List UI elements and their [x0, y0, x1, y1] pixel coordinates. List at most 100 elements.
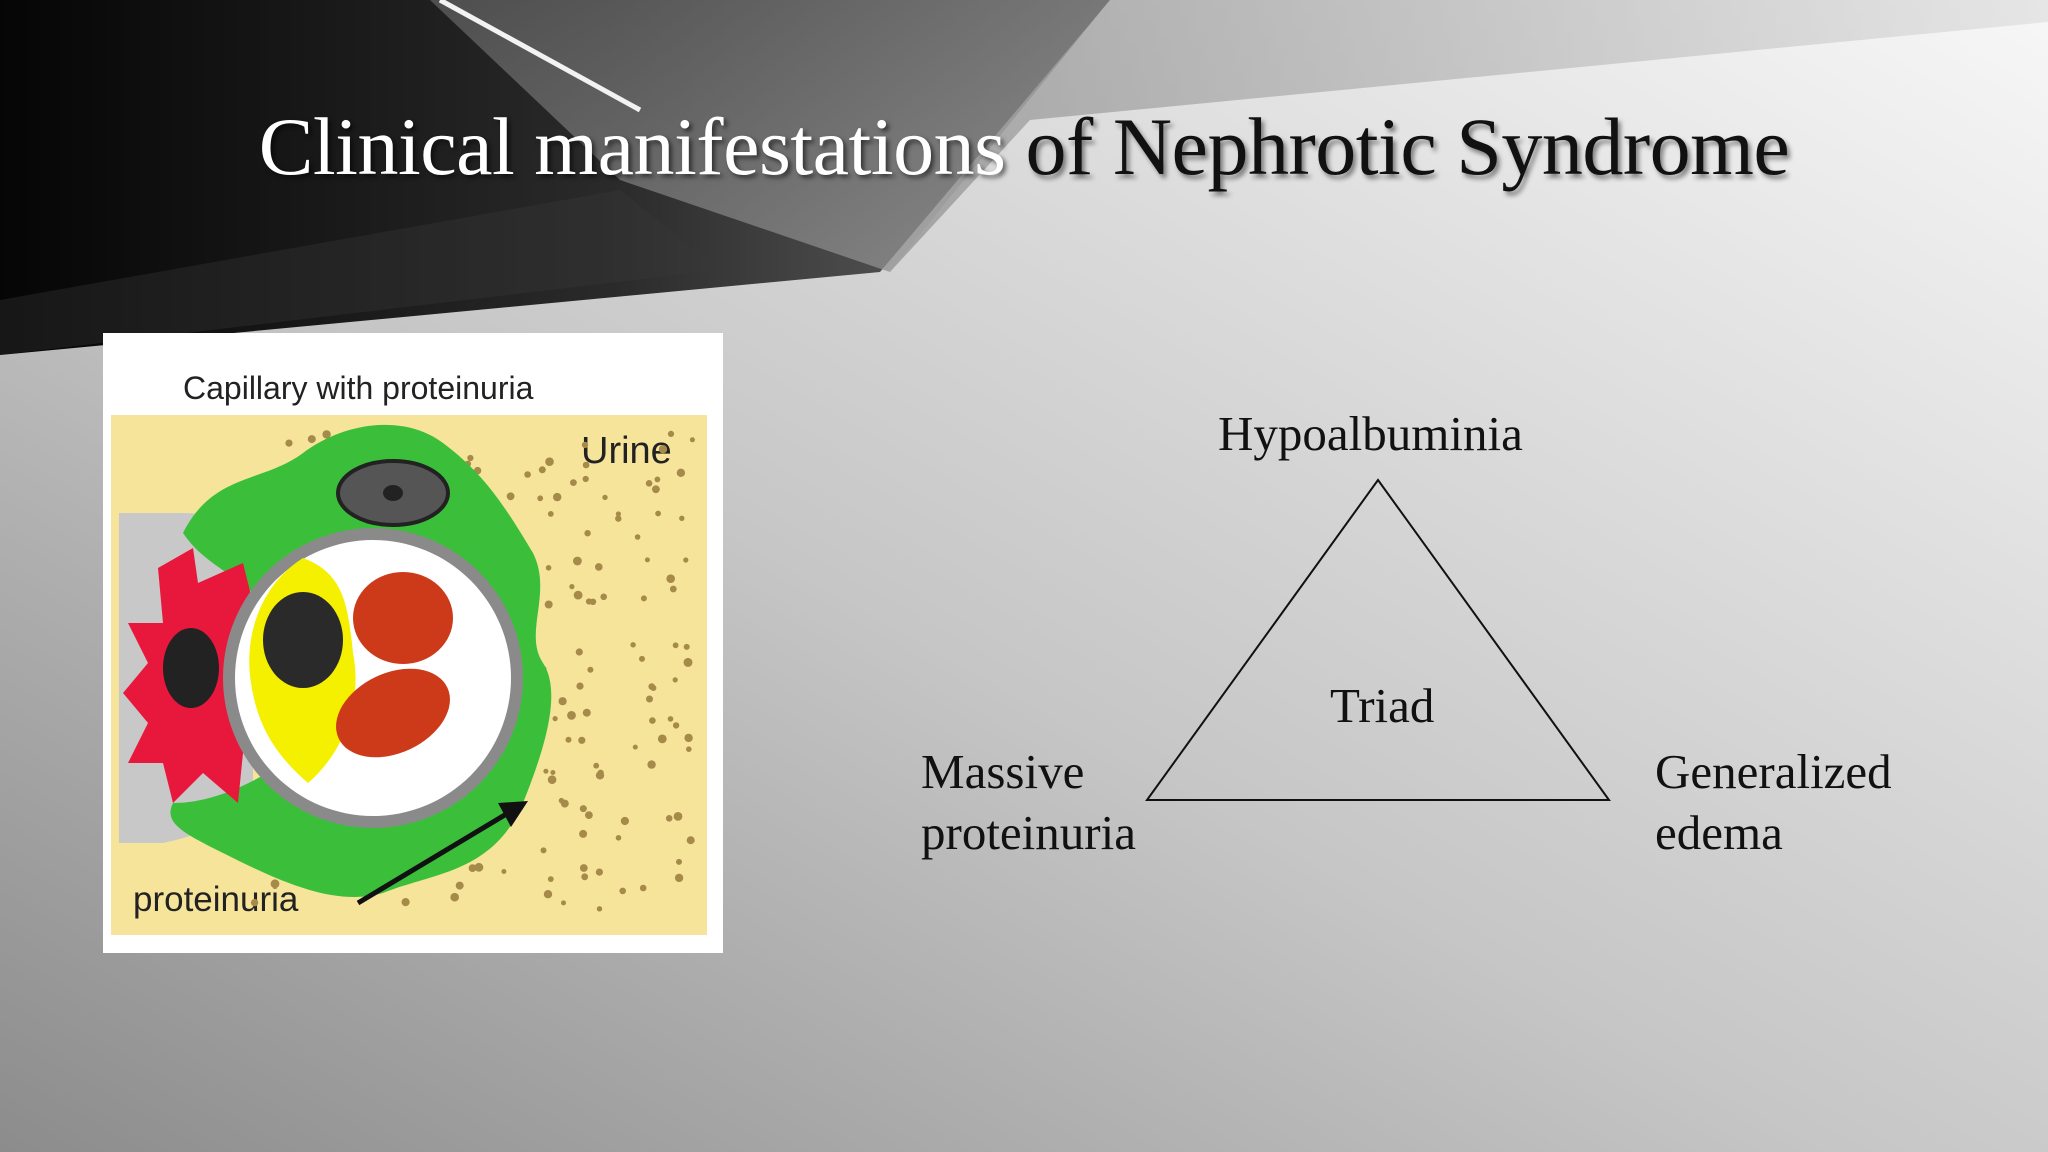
protein-dot — [401, 898, 410, 907]
protein-dot — [575, 648, 583, 656]
protein-dot — [524, 471, 531, 478]
protein-dot — [595, 563, 603, 571]
protein-dot — [582, 708, 591, 717]
slide-title: Clinical manifestations of Nephrotic Syn… — [0, 100, 2048, 194]
figure-proteinuria-label: proteinuria — [133, 880, 299, 919]
title-part-light: Clinical manifestations — [258, 101, 1006, 192]
protein-dot — [547, 511, 554, 517]
protein-dot — [683, 657, 693, 667]
protein-dot — [474, 862, 484, 872]
title-part-dark: of Nephrotic Syndrome — [1025, 101, 1790, 192]
triad-right-line2: edema — [1655, 805, 1783, 860]
protein-dot — [593, 762, 600, 769]
protein-dot — [676, 468, 686, 477]
protein-dot — [581, 873, 589, 881]
protein-dot — [644, 557, 650, 563]
protein-dot — [650, 685, 657, 691]
protein-dot — [634, 534, 641, 540]
protein-dot — [673, 812, 683, 821]
protein-dot — [570, 479, 577, 486]
protein-dot — [582, 461, 590, 469]
background-mid-shard — [430, 0, 1110, 272]
protein-dot — [655, 510, 661, 517]
protein-dot — [686, 836, 695, 845]
protein-dot — [558, 697, 567, 706]
protein-dot — [585, 811, 593, 819]
protein-dot — [652, 485, 660, 494]
protein-dot — [640, 595, 647, 602]
protein-dot — [506, 492, 515, 501]
protein-dot — [619, 887, 626, 895]
protein-dot — [657, 734, 667, 744]
protein-dot — [684, 733, 693, 743]
protein-dot — [683, 643, 690, 650]
protein-dot — [683, 557, 689, 563]
protein-dot — [560, 799, 569, 808]
protein-dot — [565, 736, 572, 743]
figure-caption: Capillary with proteinuria — [183, 370, 534, 406]
protein-dot — [654, 476, 661, 483]
protein-dot — [679, 515, 685, 521]
protein-dot — [666, 574, 675, 583]
protein-dot — [615, 515, 622, 522]
protein-dot — [658, 445, 668, 454]
protein-dot — [620, 816, 630, 826]
protein-dot — [672, 677, 678, 683]
red-blood-cell-2 — [336, 668, 450, 758]
protein-dot — [649, 717, 656, 724]
protein-dot — [602, 494, 608, 501]
protein-dot — [250, 898, 259, 907]
protein-dot — [639, 655, 645, 662]
triad-right-label: Generalized edema — [1655, 741, 1892, 863]
protein-dot — [576, 682, 584, 690]
capillary-illustration: Capillary with proteinuria Urine protein… — [111, 370, 707, 935]
protein-dot — [545, 457, 554, 466]
protein-dot — [615, 835, 622, 841]
mesangial-nucleus — [163, 628, 219, 708]
triad-left-line2: proteinuria — [921, 805, 1136, 860]
protein-dot — [543, 890, 553, 899]
protein-dot — [689, 437, 695, 443]
protein-dot — [639, 884, 647, 892]
triad-left-label: Massive proteinuria — [921, 741, 1136, 863]
protein-dot — [582, 475, 589, 483]
protein-dot — [674, 873, 684, 883]
protein-dot — [540, 847, 547, 854]
proteinuria-arrow-head — [498, 801, 528, 827]
protein-dot — [547, 775, 557, 784]
protein-dot — [667, 430, 675, 437]
protein-dot — [587, 666, 594, 673]
protein-dot — [595, 771, 605, 780]
protein-dot — [573, 590, 583, 600]
background-highlight-line — [438, 0, 642, 113]
red-blood-cell-1 — [353, 572, 453, 664]
background-light-wedge — [890, 0, 2048, 272]
protein-dot — [686, 746, 692, 752]
protein-dot — [545, 565, 552, 571]
triad-triangle — [1145, 478, 1611, 801]
protein-dot — [501, 869, 507, 874]
protein-dot — [615, 511, 622, 517]
background-shadow-shard — [0, 190, 720, 355]
triad-left-line1: Massive — [921, 744, 1085, 799]
protein-dot — [552, 716, 558, 722]
protein-dot — [645, 480, 653, 487]
protein-dot — [537, 495, 544, 502]
protein-dot — [667, 716, 674, 722]
protein-dot — [672, 722, 680, 729]
protein-dot — [468, 864, 477, 872]
protein-dot — [569, 584, 575, 590]
protein-dot — [632, 744, 638, 750]
protein-dot — [573, 556, 582, 566]
protein-dot — [450, 892, 460, 902]
protein-dot — [270, 879, 280, 889]
protein-dot — [596, 906, 603, 912]
protein-dot — [285, 439, 293, 447]
protein-dot — [647, 760, 656, 769]
triad-right-line1: Generalized — [1655, 744, 1892, 799]
protein-dot — [579, 829, 588, 838]
protein-dot — [322, 430, 331, 439]
protein-dot — [630, 642, 636, 648]
protein-dot — [676, 858, 682, 865]
